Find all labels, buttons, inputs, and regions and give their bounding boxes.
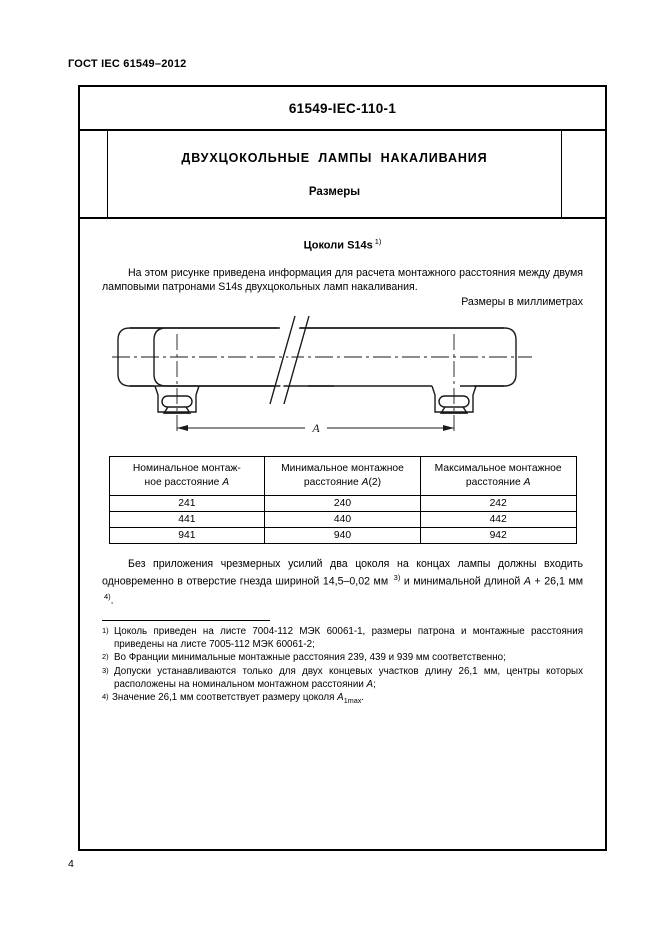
cell-minimum: 240 bbox=[264, 494, 421, 512]
sheet-frame: 61549-IEC-110-1 ДВУХЦОКОЛЬНЫЕ ЛАМПЫ НАКА… bbox=[78, 85, 607, 851]
header-line-1: Номинальное монтаж- bbox=[132, 463, 241, 475]
closing-symbol-A: A bbox=[523, 575, 531, 588]
heading-left-column bbox=[80, 131, 108, 217]
dimension-label-A: A bbox=[311, 421, 320, 435]
cell-maximum: 242 bbox=[419, 494, 577, 512]
footnote-text: Цоколь приведен на листе 7004-112 МЭК 60… bbox=[114, 625, 583, 650]
closing-text-4: . bbox=[110, 594, 114, 607]
header-line-2: ное расстояние bbox=[144, 476, 223, 488]
header-tail: (2) bbox=[368, 476, 382, 488]
table-header-nominal: Номинальное монтаж- ное расстояние A bbox=[108, 455, 266, 496]
table-row: 241 240 242 bbox=[108, 494, 577, 512]
units-note: Размеры в миллиметрах bbox=[461, 295, 583, 308]
footnote-mark: 2) bbox=[102, 652, 109, 662]
footnote-text-after: . bbox=[361, 692, 365, 704]
cell-minimum: 940 bbox=[264, 526, 421, 544]
table-header-row: Номинальное монтаж- ное расстояние A Мин… bbox=[108, 455, 577, 496]
table-row: 441 440 442 bbox=[108, 510, 577, 528]
header-line-1: Максимальное монтажное bbox=[434, 463, 562, 475]
cell-maximum: 942 bbox=[419, 526, 577, 544]
footnote-text-before: Допуски устанавливаются только для двух … bbox=[114, 665, 583, 690]
cell-nominal: 441 bbox=[108, 510, 266, 528]
sheet-sub-title: Размеры bbox=[308, 185, 361, 198]
sheet-code: 61549-IEC-110-1 bbox=[288, 100, 397, 116]
footnote-symbol: A bbox=[366, 678, 374, 690]
table-row: 941 940 942 bbox=[108, 526, 577, 544]
footnote-mark: 3) bbox=[102, 665, 109, 675]
closing-footnote-mark-3: 3) bbox=[393, 573, 401, 583]
lamp-technical-drawing: A bbox=[112, 315, 532, 435]
footnote-3: 3) Допуски устанавливаются только для дв… bbox=[102, 665, 583, 692]
footnote-text-before: Значение 26,1 мм соответствует размеру ц… bbox=[112, 692, 338, 704]
cell-maximum: 442 bbox=[419, 510, 577, 528]
page-number: 4 bbox=[68, 858, 74, 870]
sheet-code-band: 61549-IEC-110-1 bbox=[80, 87, 605, 131]
cell-nominal: 241 bbox=[108, 494, 266, 512]
intro-paragraph: На этом рисунке приведена информация для… bbox=[102, 266, 583, 294]
left-lamp-cap bbox=[154, 385, 200, 414]
closing-footnote-mark-4: 4) bbox=[104, 591, 111, 601]
sheet-heading-box: ДВУХЦОКОЛЬНЫЕ ЛАМПЫ НАКАЛИВАНИЯ Размеры bbox=[80, 131, 605, 219]
header-line-2: расстояние bbox=[303, 476, 362, 488]
heading-right-column bbox=[561, 131, 605, 217]
cell-nominal: 941 bbox=[108, 526, 266, 544]
document-standard-header: ГОСТ IEC 61549–2012 bbox=[68, 58, 187, 70]
closing-text-2: и минимальной длиной bbox=[400, 575, 524, 588]
footnote-text: Значение 26,1 мм соответствует размеру ц… bbox=[112, 691, 583, 707]
cell-minimum: 440 bbox=[264, 510, 421, 528]
section-caption-text: Цоколи S14s bbox=[303, 239, 373, 252]
table-header-minimum: Минимальное монтажное расстояние A(2) bbox=[264, 455, 421, 496]
footnote-1: 1) Цоколь приведен на листе 7004-112 МЭК… bbox=[102, 625, 583, 652]
footnotes-block: 1) Цоколь приведен на листе 7004-112 МЭК… bbox=[102, 625, 583, 708]
footnote-text: Допуски устанавливаются только для двух … bbox=[114, 665, 583, 692]
table-header-maximum: Максимальное монтажное расстояние A bbox=[419, 455, 577, 496]
closing-text-1: Без приложения чрезмерных усилий два цок… bbox=[102, 557, 583, 588]
footnote-subscript: 1max bbox=[343, 696, 362, 706]
header-symbol: A bbox=[222, 476, 230, 488]
sheet-main-title: ДВУХЦОКОЛЬНЫЕ ЛАМПЫ НАКАЛИВАНИЯ bbox=[181, 150, 488, 165]
footnote-2: 2) Во Франции минимальные монтажные расс… bbox=[102, 651, 583, 664]
header-symbol: A bbox=[361, 476, 369, 488]
heading-center-column: ДВУХЦОКОЛЬНЫЕ ЛАМПЫ НАКАЛИВАНИЯ Размеры bbox=[108, 131, 561, 217]
header-symbol: A bbox=[523, 476, 531, 488]
footnote-symbol: A bbox=[337, 692, 344, 704]
header-line-2: расстояние bbox=[465, 476, 524, 488]
footnote-mark: 4) bbox=[102, 692, 109, 702]
footnote-text-after: ; bbox=[373, 678, 376, 690]
footnote-4: 4) Значение 26,1 мм соответствует размер… bbox=[102, 691, 583, 707]
section-caption-footnote-mark: 1) bbox=[374, 237, 382, 246]
footnote-text: Во Франции минимальные монтажные расстоя… bbox=[114, 652, 506, 664]
footnote-mark: 1) bbox=[102, 625, 109, 635]
header-line-1: Минимальное монтажное bbox=[281, 463, 404, 475]
closing-text-3: + 26,1 мм bbox=[530, 575, 584, 588]
footnote-separator bbox=[102, 619, 270, 621]
closing-paragraph: Без приложения чрезмерных усилий два цок… bbox=[102, 557, 583, 608]
mounting-distance-table: Номинальное монтаж- ное расстояние A Мин… bbox=[108, 455, 577, 544]
